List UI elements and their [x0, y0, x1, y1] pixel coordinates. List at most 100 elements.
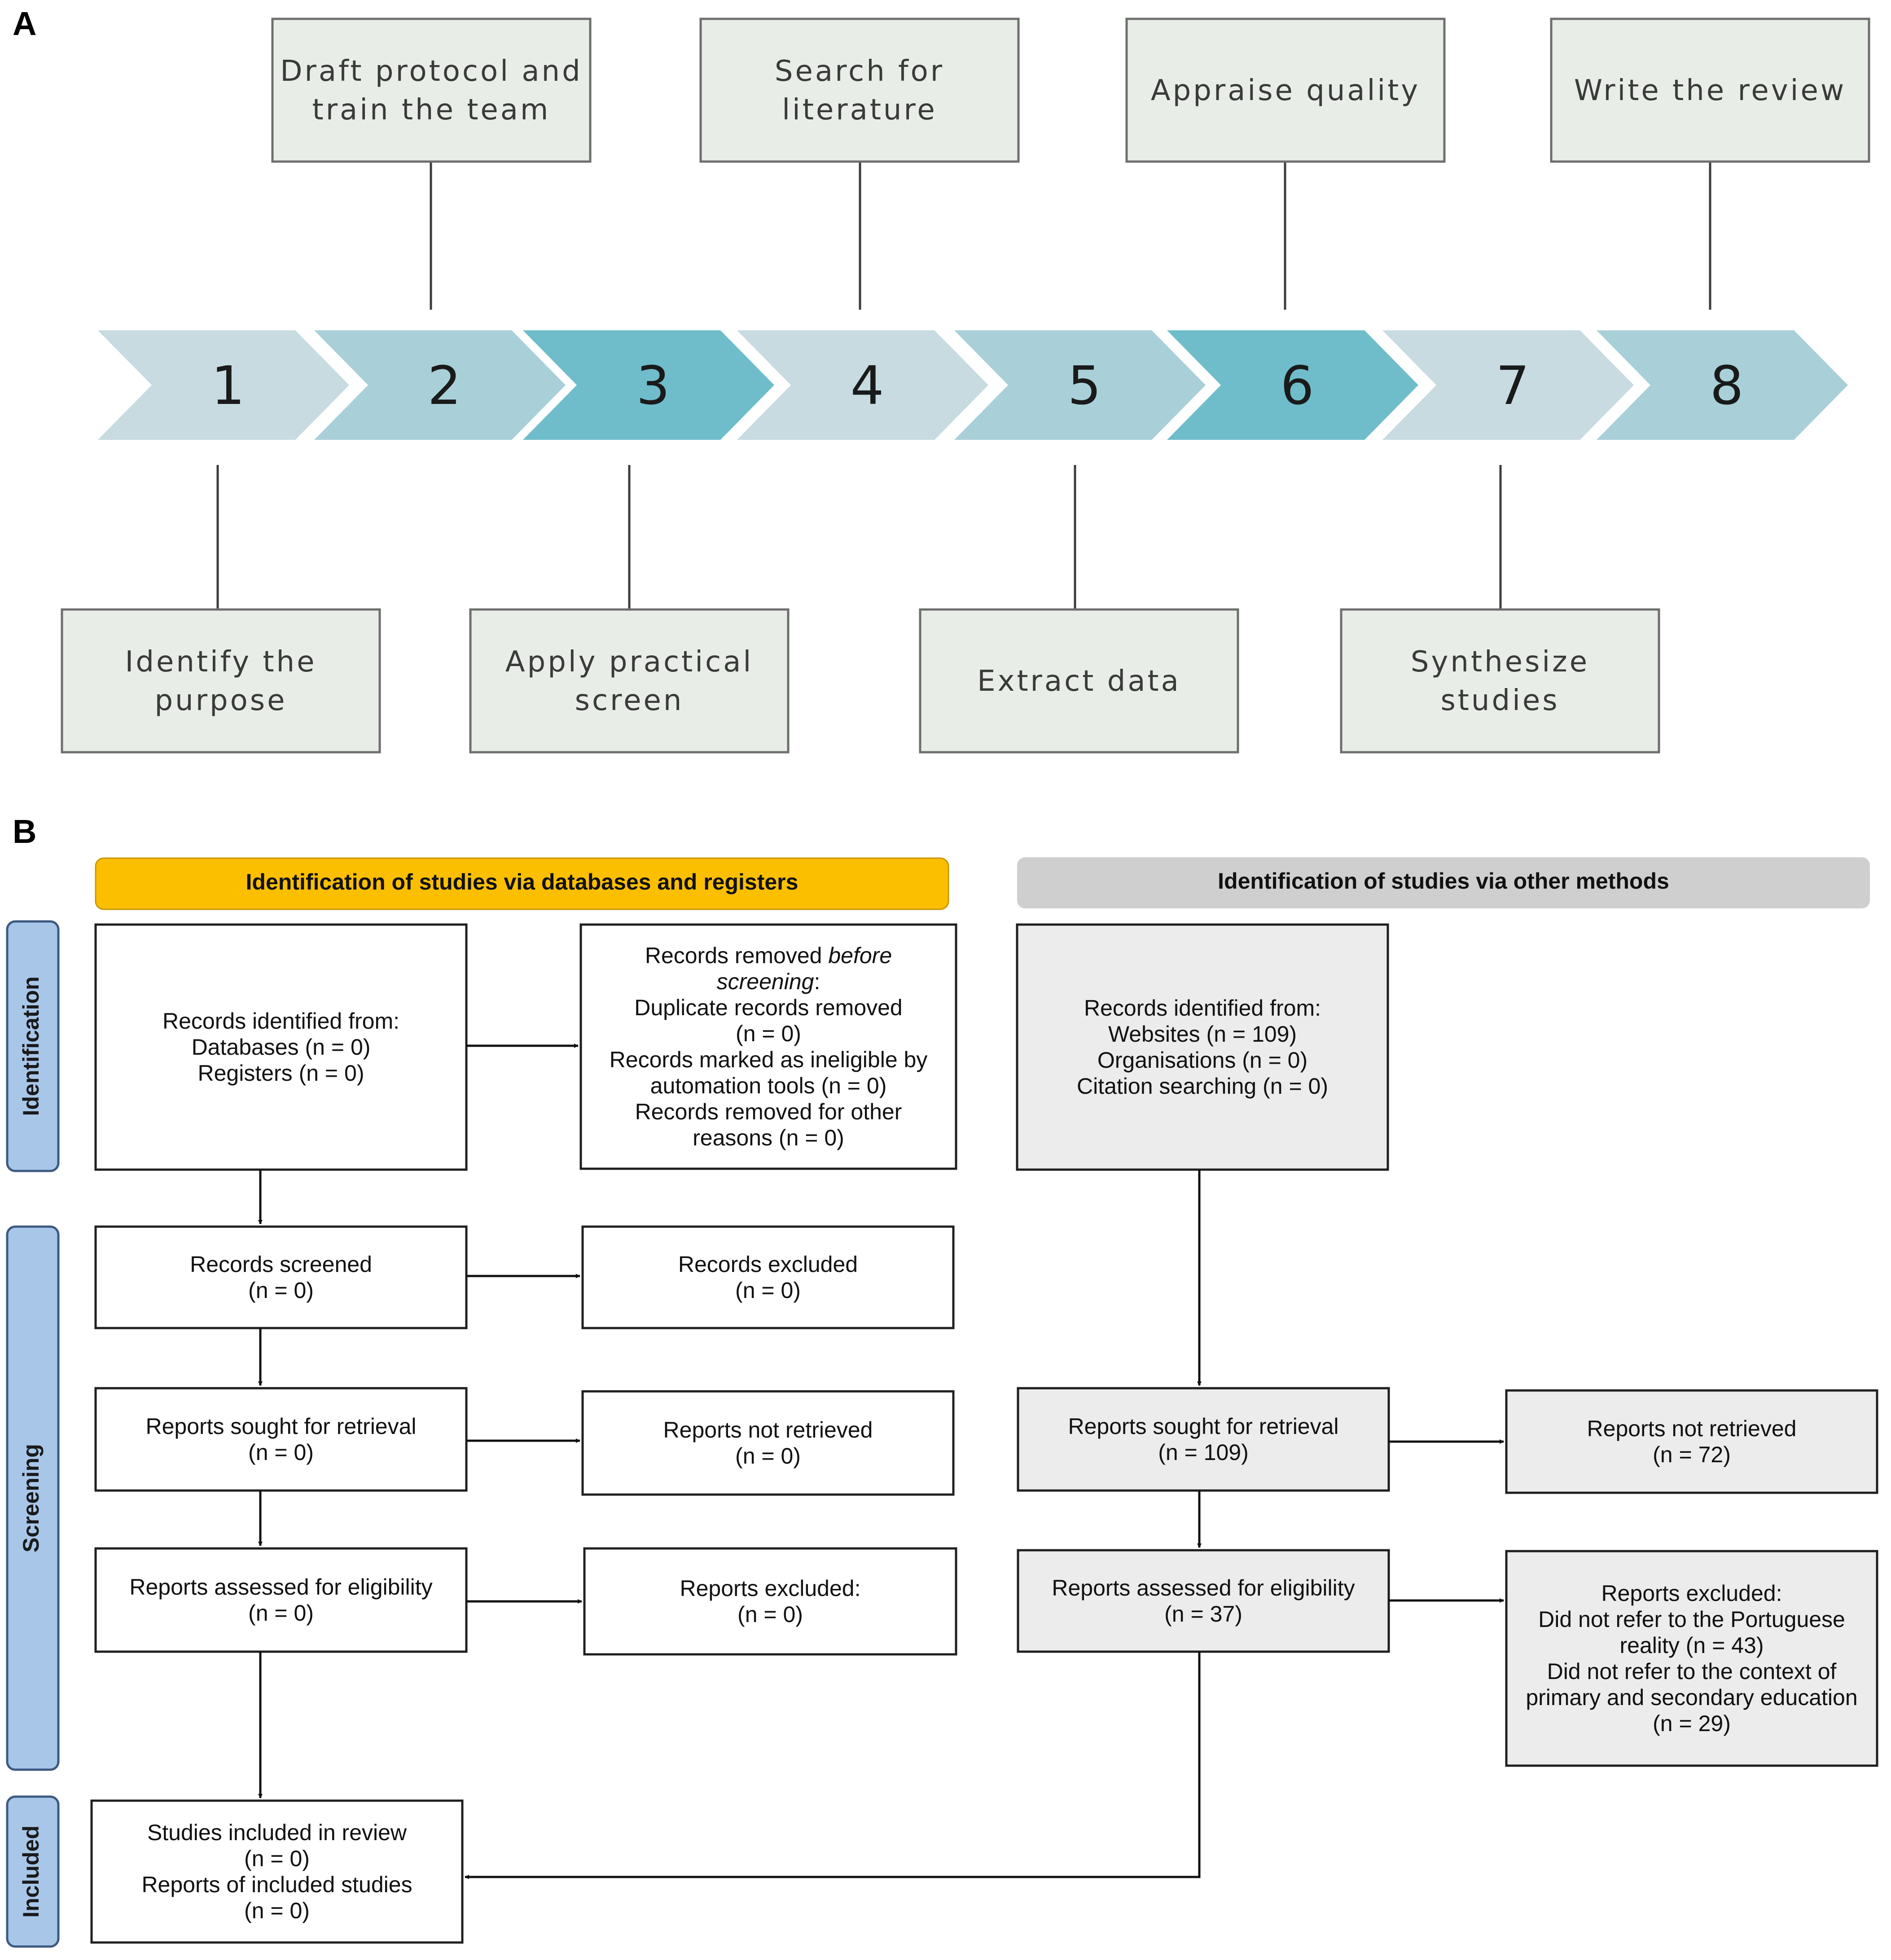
step-box-8 [1550, 18, 1870, 163]
step-box-1 [61, 608, 381, 754]
box-other-sought [1017, 1387, 1390, 1492]
text-db-identified: Records identified from: [162, 1009, 399, 1034]
text-other-not-retrieved: (n = 72) [1653, 1442, 1731, 1467]
box-other-identified [1016, 923, 1389, 1171]
chevron-step-4 [737, 330, 988, 440]
panel-a-label: A [13, 5, 36, 42]
step-label-7: studies [1440, 684, 1559, 717]
text-other-identified: Websites (n = 109) [1108, 1022, 1297, 1047]
side-screening-label: Screening [18, 1444, 44, 1552]
step-label-1: Identify the [125, 645, 317, 679]
text-db-sought: (n = 0) [248, 1440, 314, 1465]
text-db-screened: (n = 0) [248, 1278, 314, 1303]
text-db-assessed: Reports assessed for eligibility [129, 1574, 432, 1600]
text-other-reports-excluded: Did not refer to the Portuguese [1538, 1607, 1845, 1632]
chevron-step-1 [98, 330, 349, 440]
box-db-reports-excluded [583, 1547, 957, 1656]
text-db-removed: Records marked as ineligible by [610, 1047, 928, 1072]
header-databases-bar [95, 857, 949, 910]
box-db-sought [94, 1387, 468, 1492]
text-db-identified: Registers (n = 0) [198, 1061, 364, 1086]
header-other-bar [1017, 857, 1870, 908]
text-db-not-retrieved: Reports not retrieved [663, 1417, 873, 1443]
text-db-sought: Reports sought for retrieval [145, 1414, 416, 1439]
chevron-number-6: 6 [1280, 355, 1314, 417]
text-included: (n = 0) [244, 1898, 310, 1923]
side-identification-bar [6, 920, 60, 1172]
box-db-not-retrieved [581, 1390, 955, 1496]
box-other-assessed [1017, 1549, 1390, 1653]
text-other-not-retrieved: Reports not retrieved [1587, 1416, 1797, 1441]
step-box-5 [919, 608, 1239, 754]
chevron-number-2: 2 [427, 355, 461, 417]
step-box-6 [1125, 18, 1446, 163]
header-other-text: Identification of studies via other meth… [1218, 868, 1669, 894]
step-label-6: Appraise quality [1151, 74, 1420, 107]
chevron-number-5: 5 [1067, 355, 1101, 417]
text-db-removed: (n = 0) [736, 1021, 801, 1046]
text-other-identified: Organisations (n = 0) [1097, 1048, 1307, 1073]
text-other-reports-excluded: Reports excluded: [1601, 1581, 1782, 1606]
text-db-assessed: (n = 0) [248, 1600, 314, 1626]
chevron-number-3: 3 [636, 355, 670, 417]
box-other-reports-excluded [1505, 1550, 1878, 1767]
text-db-removed: Records removed for other [635, 1099, 902, 1124]
step-box-7 [1340, 608, 1660, 754]
text-other-sought: Reports sought for retrieval [1068, 1414, 1338, 1439]
step-label-5: Extract data [977, 665, 1181, 698]
side-screening-bar [6, 1225, 60, 1771]
chevron-step-6 [1167, 330, 1418, 440]
step-box-4 [699, 18, 1020, 163]
prisma-text: Records identified from:Databases (n = 0… [129, 943, 1857, 1923]
text-db-removed: Records removed before [645, 943, 892, 968]
step-boxes: Identify the purpose Draft protocol and tra… [61, 18, 1870, 754]
side-included-bar [6, 1795, 60, 1948]
prisma-arrows [258, 1044, 1504, 1879]
text-other-identified: Citation searching (n = 0) [1077, 1074, 1328, 1099]
text-db-not-retrieved: (n = 0) [735, 1443, 801, 1469]
step-label-3: screen [575, 684, 684, 717]
text-db-identified: Databases (n = 0) [192, 1035, 371, 1060]
text-db-removed: automation tools (n = 0) [650, 1073, 887, 1098]
text-other-reports-excluded: (n = 29) [1653, 1711, 1731, 1736]
chevron-step-5 [954, 330, 1206, 440]
text-other-sought: (n = 109) [1158, 1440, 1249, 1465]
chevron-step-7 [1382, 330, 1634, 440]
chevron-step-8 [1597, 330, 1848, 440]
text-db-removed: screening: [717, 969, 820, 994]
side-included-label: Included [18, 1825, 44, 1918]
box-db-removed [579, 923, 957, 1170]
step-label-1: purpose [155, 684, 287, 717]
text-db-reports-excluded: Reports excluded: [680, 1576, 860, 1601]
chevron-number-4: 4 [850, 355, 884, 417]
header-databases-text: Identification of studies via databases … [246, 869, 799, 894]
box-db-assessed [94, 1547, 468, 1653]
text-other-reports-excluded: Did not refer to the context of [1547, 1659, 1837, 1684]
text-db-excluded: (n = 0) [735, 1278, 801, 1303]
chevron-number-8: 8 [1710, 355, 1743, 417]
step-label-3: Apply practical [505, 645, 753, 679]
panel-b-label: B [13, 813, 36, 850]
step-label-2: Draft protocol and [280, 55, 582, 88]
box-db-screened [94, 1225, 468, 1329]
text-included: Reports of included studies [141, 1872, 412, 1897]
text-db-excluded: Records excluded [678, 1252, 858, 1277]
chevron-step-3 [523, 330, 774, 440]
text-included: (n = 0) [244, 1846, 310, 1871]
text-db-removed: reasons (n = 0) [693, 1125, 844, 1150]
step-box-3 [469, 608, 790, 754]
step-label-2: train the team [312, 93, 551, 127]
text-other-assessed: Reports assessed for eligibility [1052, 1575, 1355, 1600]
side-identification-label: Identification [18, 976, 44, 1116]
step-label-4: literature [782, 93, 937, 127]
text-other-reports-excluded: primary and secondary education [1526, 1685, 1857, 1710]
box-db-excluded [581, 1225, 955, 1329]
chevron-step-2 [314, 330, 566, 440]
box-other-not-retrieved [1505, 1389, 1878, 1494]
text-other-identified: Records identified from: [1084, 995, 1321, 1021]
step-label-7: Synthesize [1411, 645, 1589, 679]
step-box-2 [271, 18, 592, 163]
arrow-other-assessed-to-included [465, 1652, 1201, 1879]
